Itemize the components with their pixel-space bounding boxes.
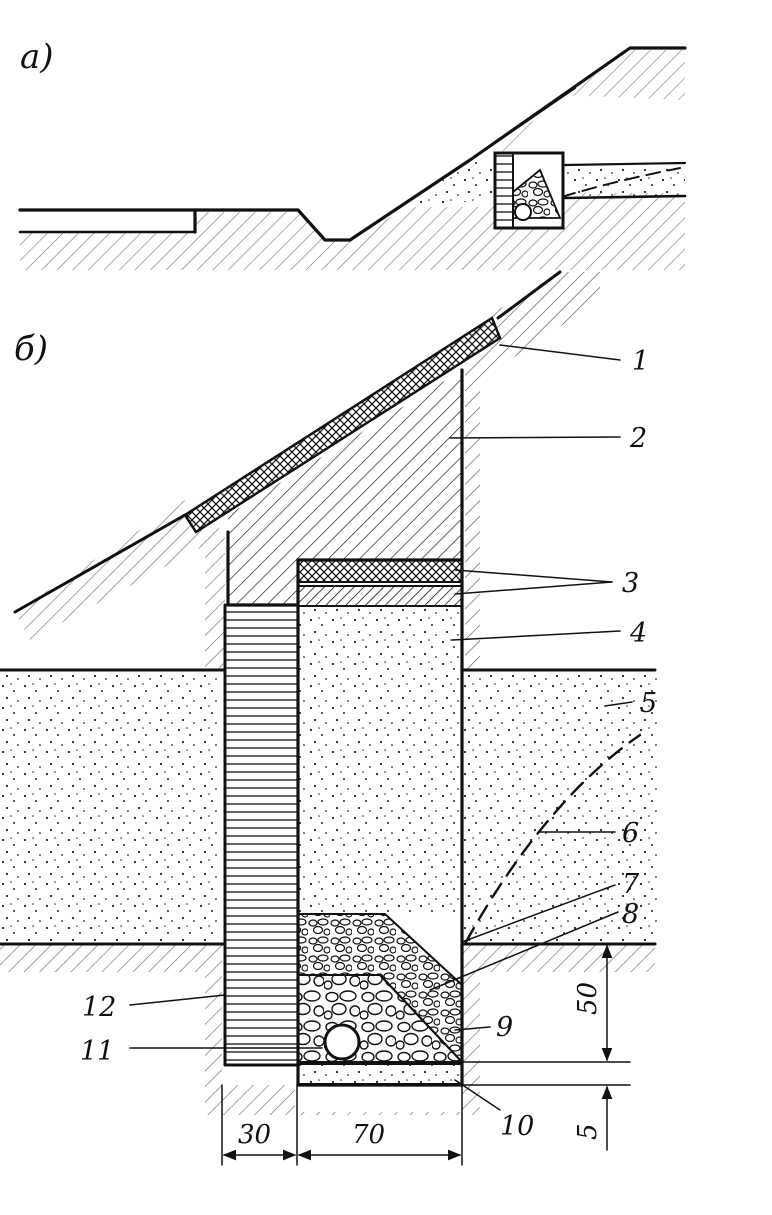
callout-1: 1 <box>632 346 649 377</box>
part-a-sand-layer <box>410 160 685 205</box>
slope-outer-hatch-left <box>15 500 225 670</box>
dimension-height-base: 5 <box>573 1123 603 1140</box>
drain-pipe-11 <box>323 1023 361 1061</box>
dimension-height-main: 50 <box>573 982 603 1015</box>
leader-lines <box>129 344 633 1111</box>
callout-4: 4 <box>629 618 647 649</box>
callout-12: 12 <box>82 992 116 1023</box>
part-b-label: б) <box>14 329 48 369</box>
callout-3: 3 <box>622 568 639 599</box>
dimension-lines <box>221 944 631 1166</box>
callout-6: 6 <box>622 818 639 849</box>
bottom-ground-hatch <box>0 944 655 1115</box>
clay-backfill <box>228 370 462 605</box>
slope-outer-hatch <box>465 272 600 670</box>
sand-soil-left <box>0 672 222 942</box>
part-a-slope-hatch <box>420 50 685 205</box>
slope-protection-1 <box>183 316 502 534</box>
callout-9: 9 <box>496 1012 513 1043</box>
layer-3-lower <box>297 585 463 607</box>
callout-7: 7 <box>622 869 640 900</box>
part-a-section: a) <box>18 37 687 270</box>
layer-3-upper <box>297 559 463 583</box>
callout-2: 2 <box>629 423 647 454</box>
sand-base-10 <box>297 1063 463 1085</box>
dimension-width-left: 30 <box>238 1120 271 1150</box>
sand-fill-4 <box>298 606 462 914</box>
callout-5: 5 <box>640 688 657 719</box>
part-a-label: a) <box>20 37 54 77</box>
part-b-section: б) 1 2 3 4 5 6 7 8 9 10 11 12 30 70 50 5 <box>0 270 657 1166</box>
board-wall-12 <box>224 604 299 1066</box>
callout-8: 8 <box>622 899 639 930</box>
callout-10: 10 <box>500 1111 534 1142</box>
dimension-width-right: 70 <box>352 1120 385 1150</box>
callout-11: 11 <box>80 1036 114 1067</box>
